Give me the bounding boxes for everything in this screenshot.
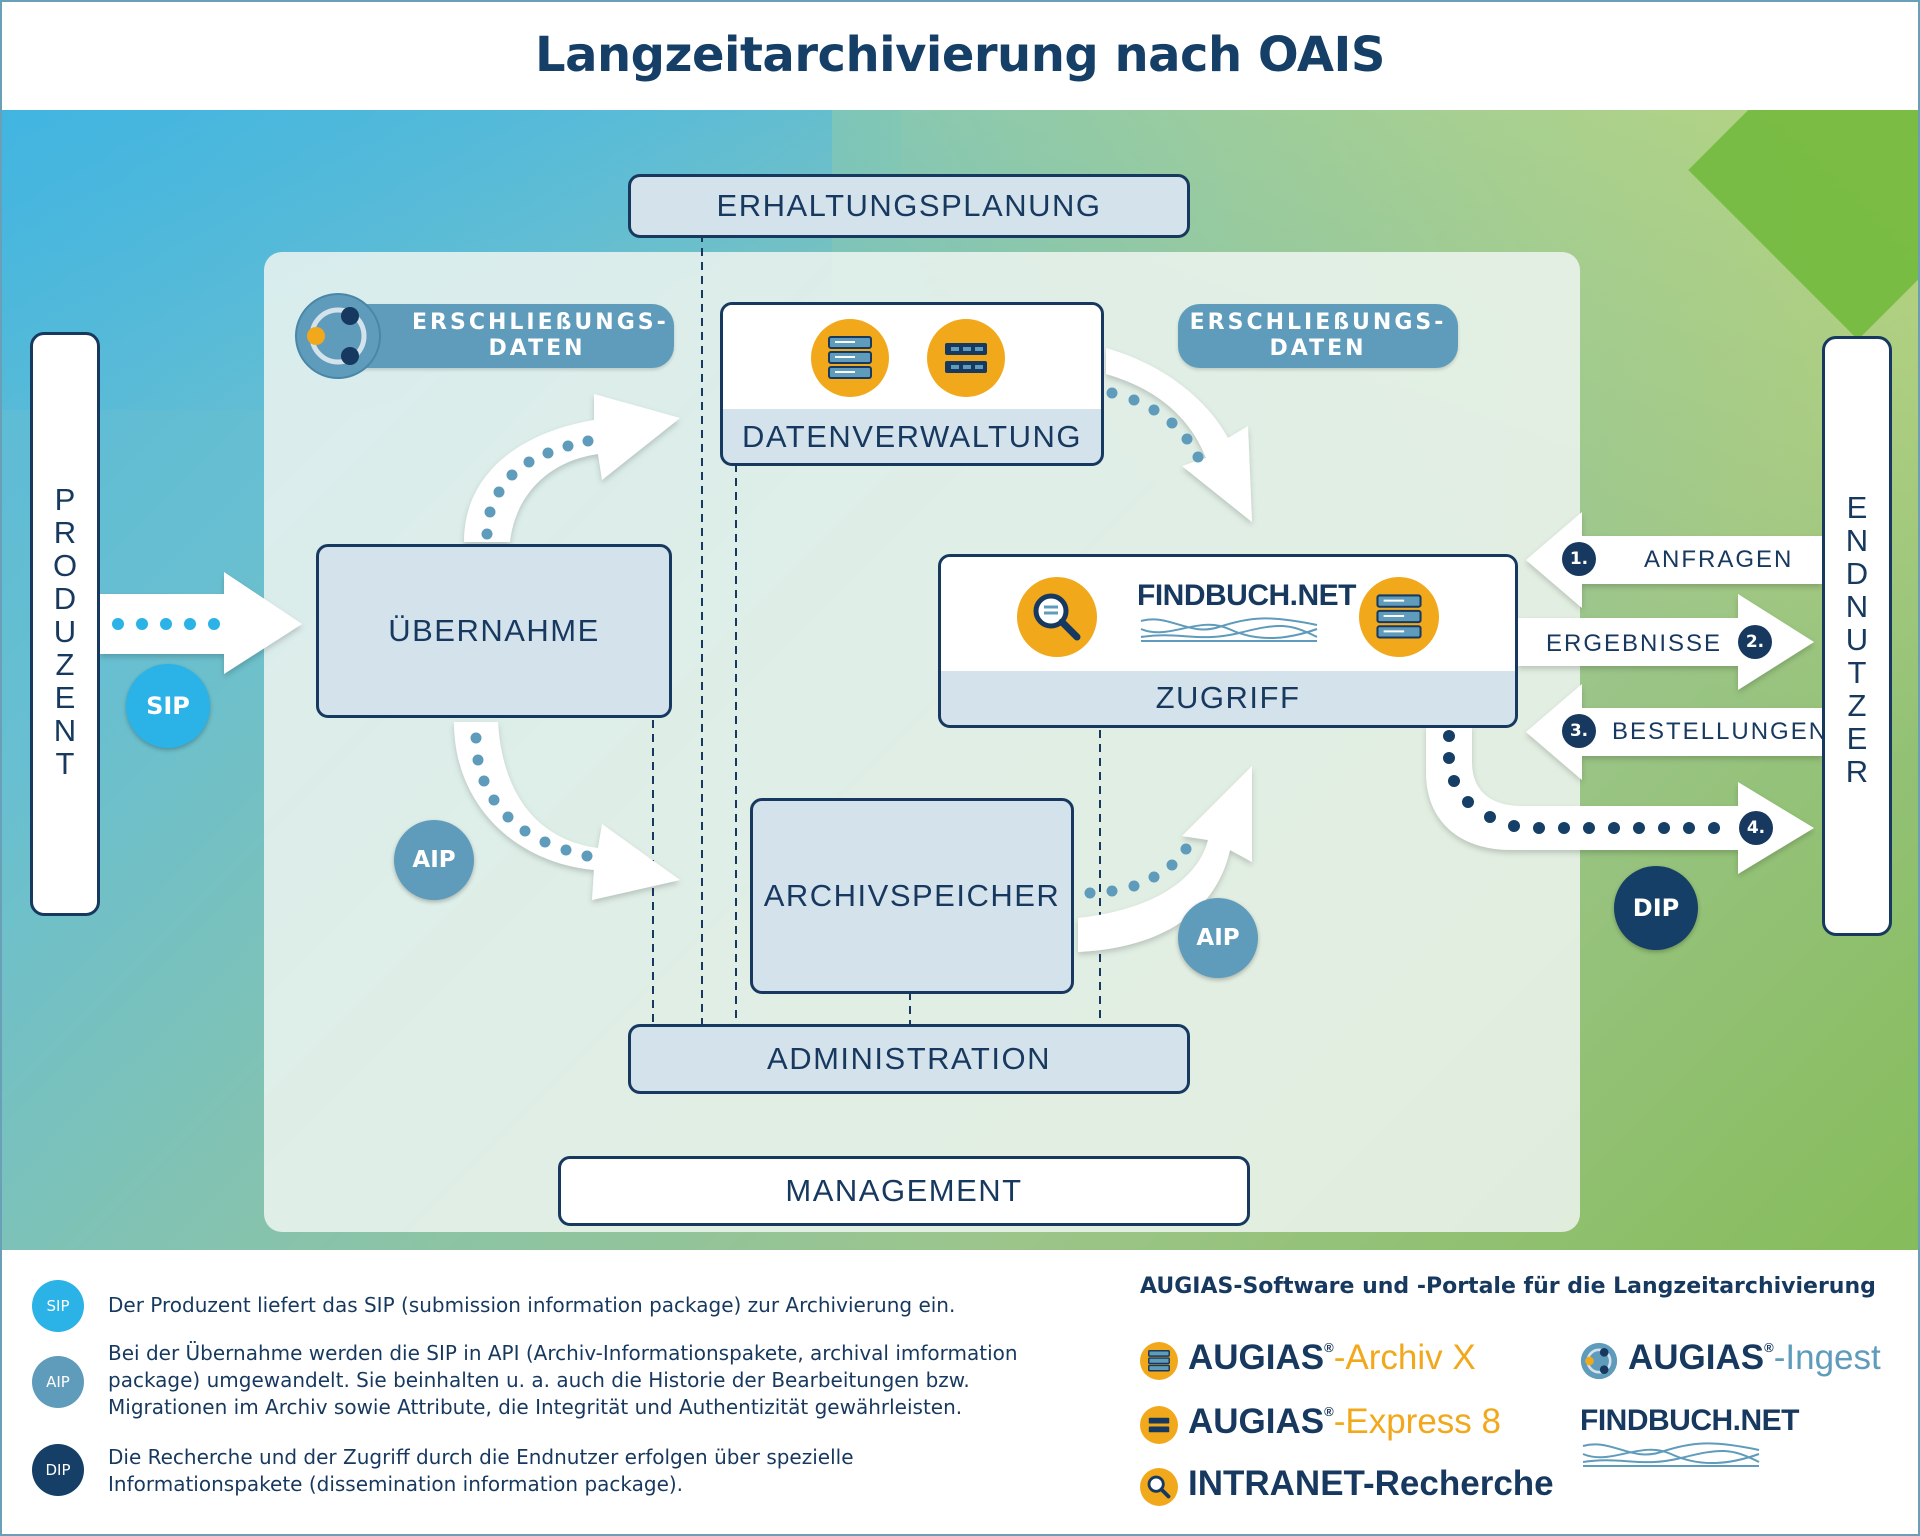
curve-arrow-up-left bbox=[464, 394, 680, 542]
anfragen-number: 1. bbox=[1562, 542, 1596, 576]
datenverwaltung-label: DATENVERWALTUNG bbox=[742, 419, 1082, 454]
anfragen-arrow bbox=[1526, 512, 1822, 608]
erschliessung-left-line1: ERSCHLIEßUNGS- bbox=[412, 310, 669, 335]
curve-arrow-down-left bbox=[454, 722, 680, 900]
legend-aip-text: Bei der Übernahme werden die SIP in API … bbox=[108, 1341, 1018, 1419]
archivspeicher-box: ARCHIVSPEICHER bbox=[750, 798, 1074, 994]
bestellungen-arrow bbox=[1526, 684, 1822, 780]
curve-arrow-right-top-dots bbox=[1106, 387, 1204, 463]
management-label: MANAGEMENT bbox=[785, 1173, 1023, 1208]
dip-badge: DIP bbox=[1614, 866, 1698, 950]
dip-flow-number: 4. bbox=[1739, 811, 1773, 845]
legend-dip-badge: DIP bbox=[32, 1444, 84, 1496]
findbuch-logo: FINDBUCH.NET bbox=[1137, 579, 1357, 648]
administration-box: ADMINISTRATION bbox=[628, 1024, 1190, 1094]
sip-arrow-dots bbox=[112, 618, 220, 630]
brand-archiv-x: AUGIAS®-Archiv X bbox=[1188, 1338, 1476, 1377]
brand-findbuch-wave-icon bbox=[1582, 1442, 1760, 1467]
legend-aip-badge: AIP bbox=[32, 1356, 84, 1408]
archivspeicher-label: ARCHIVSPEICHER bbox=[763, 878, 1061, 913]
ingest-icon bbox=[295, 293, 381, 379]
bestellungen-number: 3. bbox=[1562, 714, 1596, 748]
brand-findbuch: FINDBUCH.NET bbox=[1580, 1404, 1800, 1472]
brand-express: AUGIAS®-Express 8 bbox=[1188, 1402, 1501, 1441]
ergebnisse-label: ERGEBNISSE bbox=[1546, 630, 1723, 657]
server-stack-icon-zugriff bbox=[1359, 577, 1439, 657]
intranet-search-icon bbox=[1140, 1468, 1178, 1506]
aip-badge-right: AIP bbox=[1178, 898, 1258, 978]
legend-sip-badge: SIP bbox=[32, 1280, 84, 1332]
erhaltungsplanung-box: ERHALTUNGSPLANUNG bbox=[628, 174, 1190, 238]
curve-arrow-down-left-dots bbox=[470, 732, 593, 862]
dip-arrow-dots bbox=[1443, 730, 1720, 834]
server-stack-icon bbox=[811, 319, 889, 397]
search-icon bbox=[1017, 577, 1097, 657]
administration-label: ADMINISTRATION bbox=[767, 1041, 1051, 1076]
anfragen-label: ANFRAGEN bbox=[1644, 546, 1794, 573]
legend-sip-text: Der Produzent liefert das SIP (submissio… bbox=[108, 1293, 956, 1317]
erschliessung-right-line2: DATEN bbox=[1269, 336, 1367, 361]
erschliessung-left-line2: DATEN bbox=[488, 336, 586, 361]
server-icon bbox=[927, 319, 1005, 397]
curve-arrow-up-left-dots bbox=[481, 435, 594, 540]
ergebnisse-number: 2. bbox=[1738, 625, 1772, 659]
erhaltungsplanung-label: ERHALTUNGSPLANUNG bbox=[716, 188, 1102, 223]
sip-badge: SIP bbox=[126, 664, 210, 748]
brand-intranet: INTRANET-Recherche bbox=[1188, 1464, 1554, 1503]
management-box: MANAGEMENT bbox=[558, 1156, 1250, 1226]
curve-arrow-right-top bbox=[1106, 348, 1252, 522]
uebernahme-box: ÜBERNAHME bbox=[316, 544, 672, 718]
zugriff-label: ZUGRIFF bbox=[1155, 680, 1301, 715]
curve-arrow-right-bottom bbox=[1078, 766, 1252, 952]
legend-footer: SIP Der Produzent liefert das SIP (submi… bbox=[2, 1250, 1918, 1534]
curve-arrow-right-bottom-dots bbox=[1084, 843, 1192, 899]
archiv-x-icon bbox=[1140, 1342, 1178, 1380]
legend-dip-text: Die Recherche und der Zugriff durch die … bbox=[108, 1445, 854, 1496]
connector-lines bbox=[652, 234, 1101, 1024]
sip-arrow bbox=[100, 572, 302, 674]
erschliessung-right-line1: ERSCHLIEßUNGS- bbox=[1189, 310, 1447, 335]
findbuch-wave-icon bbox=[1140, 617, 1318, 642]
uebernahme-label: ÜBERNAHME bbox=[388, 613, 600, 648]
bestellungen-label: BESTELLUNGEN bbox=[1612, 718, 1829, 745]
datenverwaltung-box: DATENVERWALTUNG bbox=[720, 302, 1104, 466]
zugriff-box: FINDBUCH.NET ZUGRIFF bbox=[938, 554, 1518, 728]
datenverwaltung-icon-area bbox=[723, 305, 1101, 409]
express-icon bbox=[1140, 1406, 1178, 1444]
erschliessungsdaten-pill-right: ERSCHLIEßUNGS- DATEN bbox=[1178, 304, 1458, 368]
dip-arrow bbox=[1426, 726, 1814, 874]
ergebnisse-arrow bbox=[1518, 594, 1814, 690]
page-title: Langzeitarchivierung nach OAIS bbox=[535, 27, 1385, 83]
brands-heading: AUGIAS-Software und -Portale für die Lan… bbox=[1140, 1274, 1876, 1299]
brand-ingest: AUGIAS®-Ingest bbox=[1628, 1338, 1881, 1377]
aip-badge-left: AIP bbox=[394, 820, 474, 900]
ingest-brand-icon bbox=[1580, 1342, 1618, 1380]
